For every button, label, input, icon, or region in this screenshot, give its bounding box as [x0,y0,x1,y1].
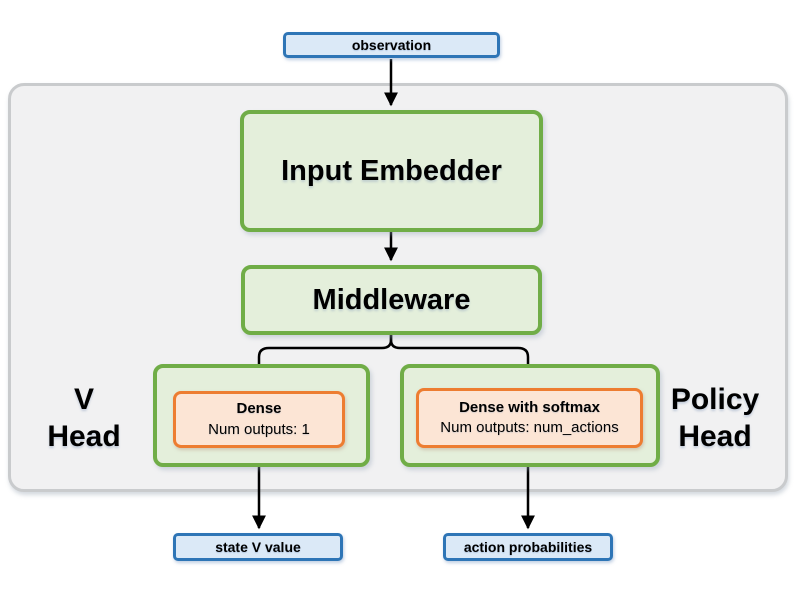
policy-head-label-line1: Policy [670,383,760,416]
action-probabilities-node: action probabilities [443,533,613,561]
v-head-label-line2: Head [47,420,121,453]
state-v-value-node: state V value [173,533,343,561]
v-head-dense-node: Dense Num outputs: 1 [173,391,345,448]
observation-node: observation [283,32,500,58]
v-head-label: V Head [24,381,144,455]
middleware-node: Middleware [241,265,542,335]
v-head-dense-subtitle: Num outputs: 1 [208,420,310,438]
policy-head-label: Policy Head [645,381,785,455]
input-embedder-node: Input Embedder [240,110,543,232]
policy-head-dense-title: Dense with softmax [459,398,600,416]
policy-head-dense-subtitle: Num outputs: num_actions [440,419,619,436]
policy-head-dense-node: Dense with softmax Num outputs: num_acti… [416,388,643,448]
v-head-label-line1: V [73,383,94,416]
v-head-dense-title: Dense [236,400,282,418]
policy-head-label-line2: Head [678,420,752,453]
